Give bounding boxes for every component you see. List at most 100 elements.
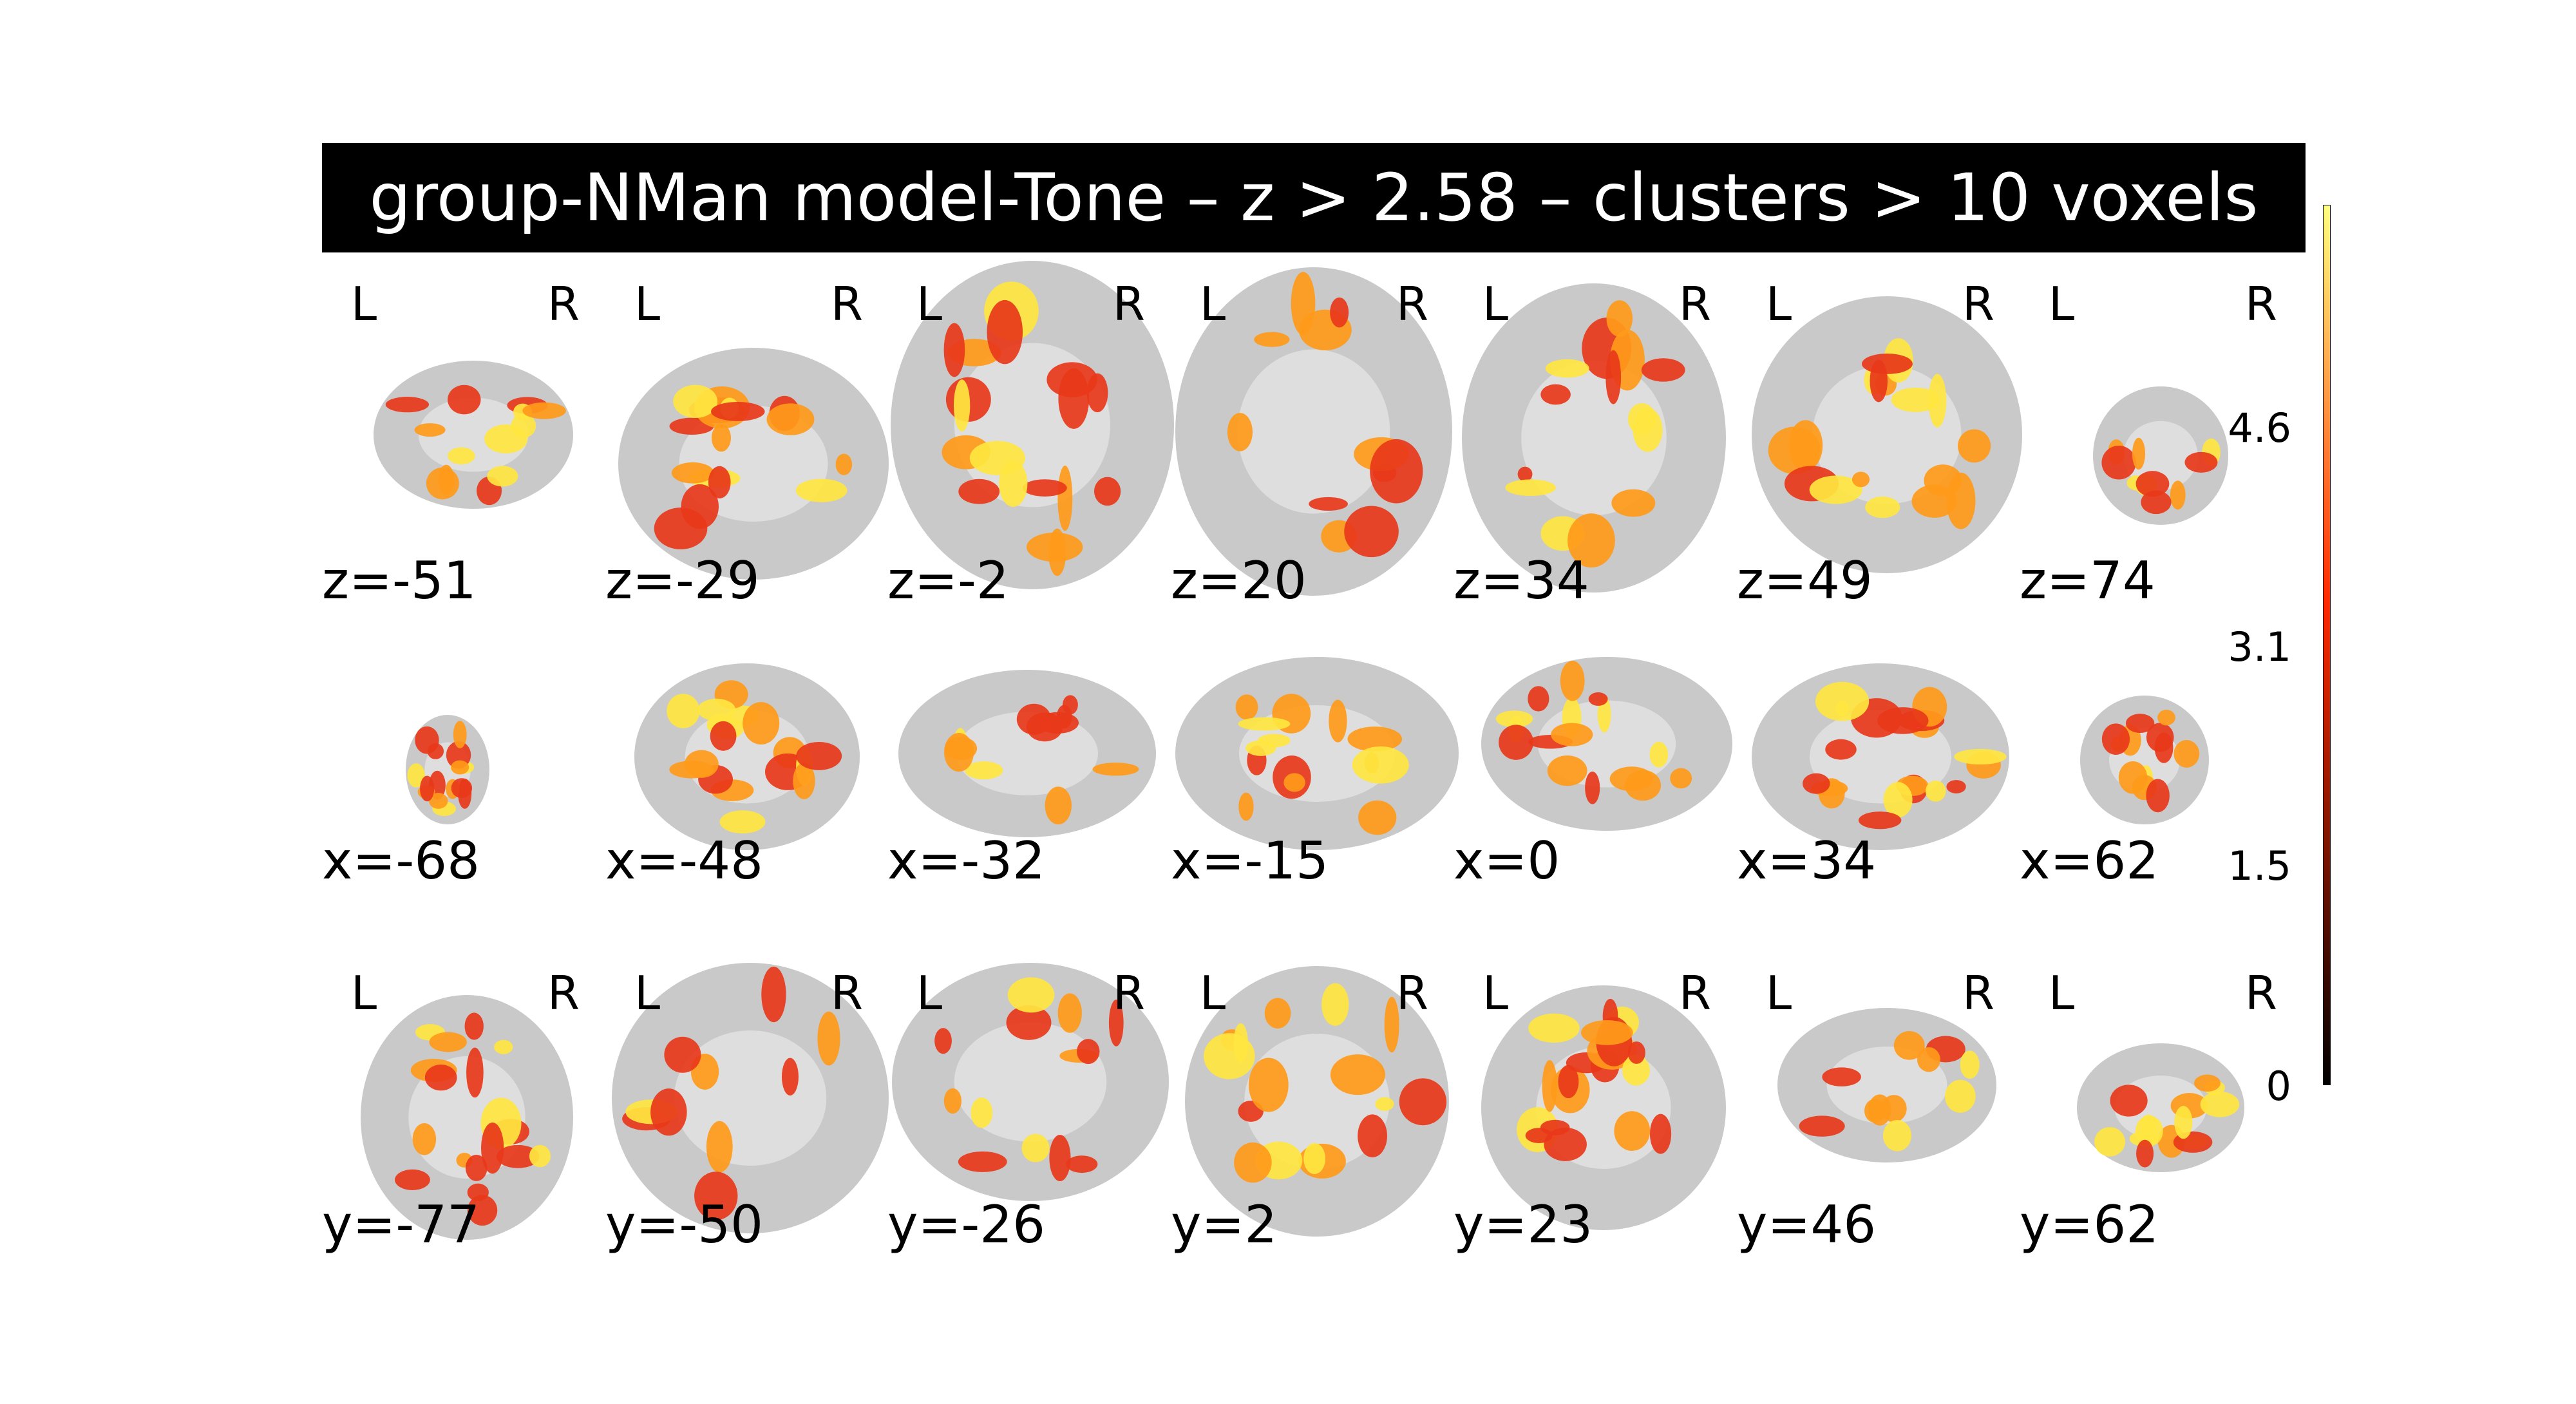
activation-cluster (467, 1195, 498, 1226)
activation-cluster (1291, 272, 1316, 336)
activation-cluster (1865, 496, 1900, 518)
orientation-right-label: R (1396, 277, 1429, 331)
activation-cluster (1926, 780, 1946, 802)
activation-cluster (708, 466, 731, 498)
activation-cluster (451, 760, 469, 775)
activation-cluster (1066, 1155, 1098, 1173)
activation-cluster (429, 793, 448, 809)
activation-cluster (407, 763, 425, 788)
activation-cluster (796, 741, 842, 770)
activation-cluster (1258, 734, 1291, 748)
brain-slice-image (898, 670, 1156, 837)
activation-cluster (1542, 1060, 1557, 1112)
activation-cluster (1891, 387, 1940, 412)
activation-cluster (420, 775, 435, 802)
colorbar-tick-label: 0 (2266, 1063, 2291, 1110)
slice-coordinate-label: x=62 (2020, 831, 2159, 891)
slice-coordinate-label: x=34 (1737, 831, 1877, 891)
activation-cluster (971, 1097, 993, 1128)
orientation-right-label: R (1113, 277, 1146, 331)
brain-slice-image (1185, 966, 1449, 1237)
sagittal-slice-panel: x=0 (1454, 650, 1736, 908)
activation-cluster (1852, 471, 1870, 488)
orientation-left-label: L (1766, 966, 1792, 1020)
activation-cluster (1540, 384, 1571, 405)
activation-cluster (1352, 746, 1409, 784)
activation-cluster (1235, 694, 1258, 720)
activation-cluster (1094, 477, 1121, 506)
activation-cluster (1344, 506, 1399, 558)
activation-cluster (2194, 1074, 2221, 1092)
activation-cluster (1048, 528, 1066, 576)
activation-cluster (1917, 1047, 1940, 1072)
slice-coordinate-label: z=34 (1454, 551, 1589, 611)
activation-cluster (1883, 782, 1913, 818)
activation-cluster (2135, 1115, 2163, 1146)
activation-cluster (1375, 1097, 1394, 1111)
white-matter (418, 397, 529, 472)
activation-cluster (412, 1123, 437, 1155)
activation-cluster (2157, 709, 2175, 726)
activation-cluster (465, 1154, 488, 1181)
activation-cluster (1960, 1050, 1980, 1079)
activation-cluster (448, 384, 481, 415)
activation-cluster (1945, 1079, 1976, 1113)
activation-cluster (650, 1088, 687, 1136)
figure-title: group-NMan model-Tone – z > 2.58 – clust… (322, 143, 2306, 252)
brain-slice-image (374, 361, 573, 509)
activation-cluster (761, 966, 786, 1023)
activation-cluster (1881, 1095, 1907, 1123)
activation-cluster (1309, 497, 1348, 511)
activation-cluster (1329, 699, 1347, 743)
activation-cluster (1330, 1054, 1385, 1096)
activation-cluster (1092, 763, 1139, 776)
activation-cluster (1815, 681, 1870, 721)
activation-cluster (484, 424, 528, 454)
activation-cluster (1399, 1078, 1447, 1126)
brain-slice-image (634, 663, 860, 850)
orientation-right-label: R (1113, 966, 1146, 1020)
brain-slice-image (1752, 663, 2009, 850)
activation-cluster (481, 1122, 504, 1174)
activation-cluster (694, 1172, 738, 1220)
activation-cluster (1545, 359, 1589, 378)
colorbar-tick-label: 3.1 (2228, 623, 2291, 670)
slice-coordinate-label: y=62 (2020, 1195, 2159, 1255)
activation-cluster (1605, 350, 1622, 404)
sagittal-slice-panel: x=62 (2020, 650, 2302, 908)
activation-cluster (494, 1039, 513, 1054)
activation-cluster (1347, 726, 1403, 752)
slice-coordinate-label: x=-15 (1171, 831, 1329, 891)
activation-cluster (1238, 717, 1291, 731)
activation-cluster (944, 737, 978, 761)
orientation-right-label: R (2245, 966, 2278, 1020)
activation-cluster (467, 1183, 489, 1202)
activation-cluster (1283, 773, 1305, 792)
activation-cluster (958, 1151, 1007, 1172)
activation-cluster (1330, 297, 1349, 328)
activation-cluster (1358, 800, 1397, 835)
activation-cluster (671, 462, 714, 484)
sagittal-slice-panel: x=-15 (1171, 650, 1459, 908)
brain-slice-image (892, 963, 1169, 1201)
activation-cluster (1862, 354, 1913, 374)
activation-cluster (1649, 741, 1669, 768)
activation-cluster (2170, 480, 2186, 510)
activation-cluster (429, 1032, 467, 1052)
slice-coordinate-label: y=23 (1454, 1195, 1593, 1255)
activation-cluster (395, 1169, 430, 1191)
orientation-left-label: L (1200, 966, 1226, 1020)
activation-cluster (2174, 1106, 2193, 1139)
orientation-right-label: R (2245, 277, 2278, 331)
activation-cluster (969, 441, 1025, 475)
orientation-right-label: R (1396, 966, 1429, 1020)
activation-cluster (1946, 472, 1976, 529)
activation-cluster (1627, 1041, 1645, 1064)
